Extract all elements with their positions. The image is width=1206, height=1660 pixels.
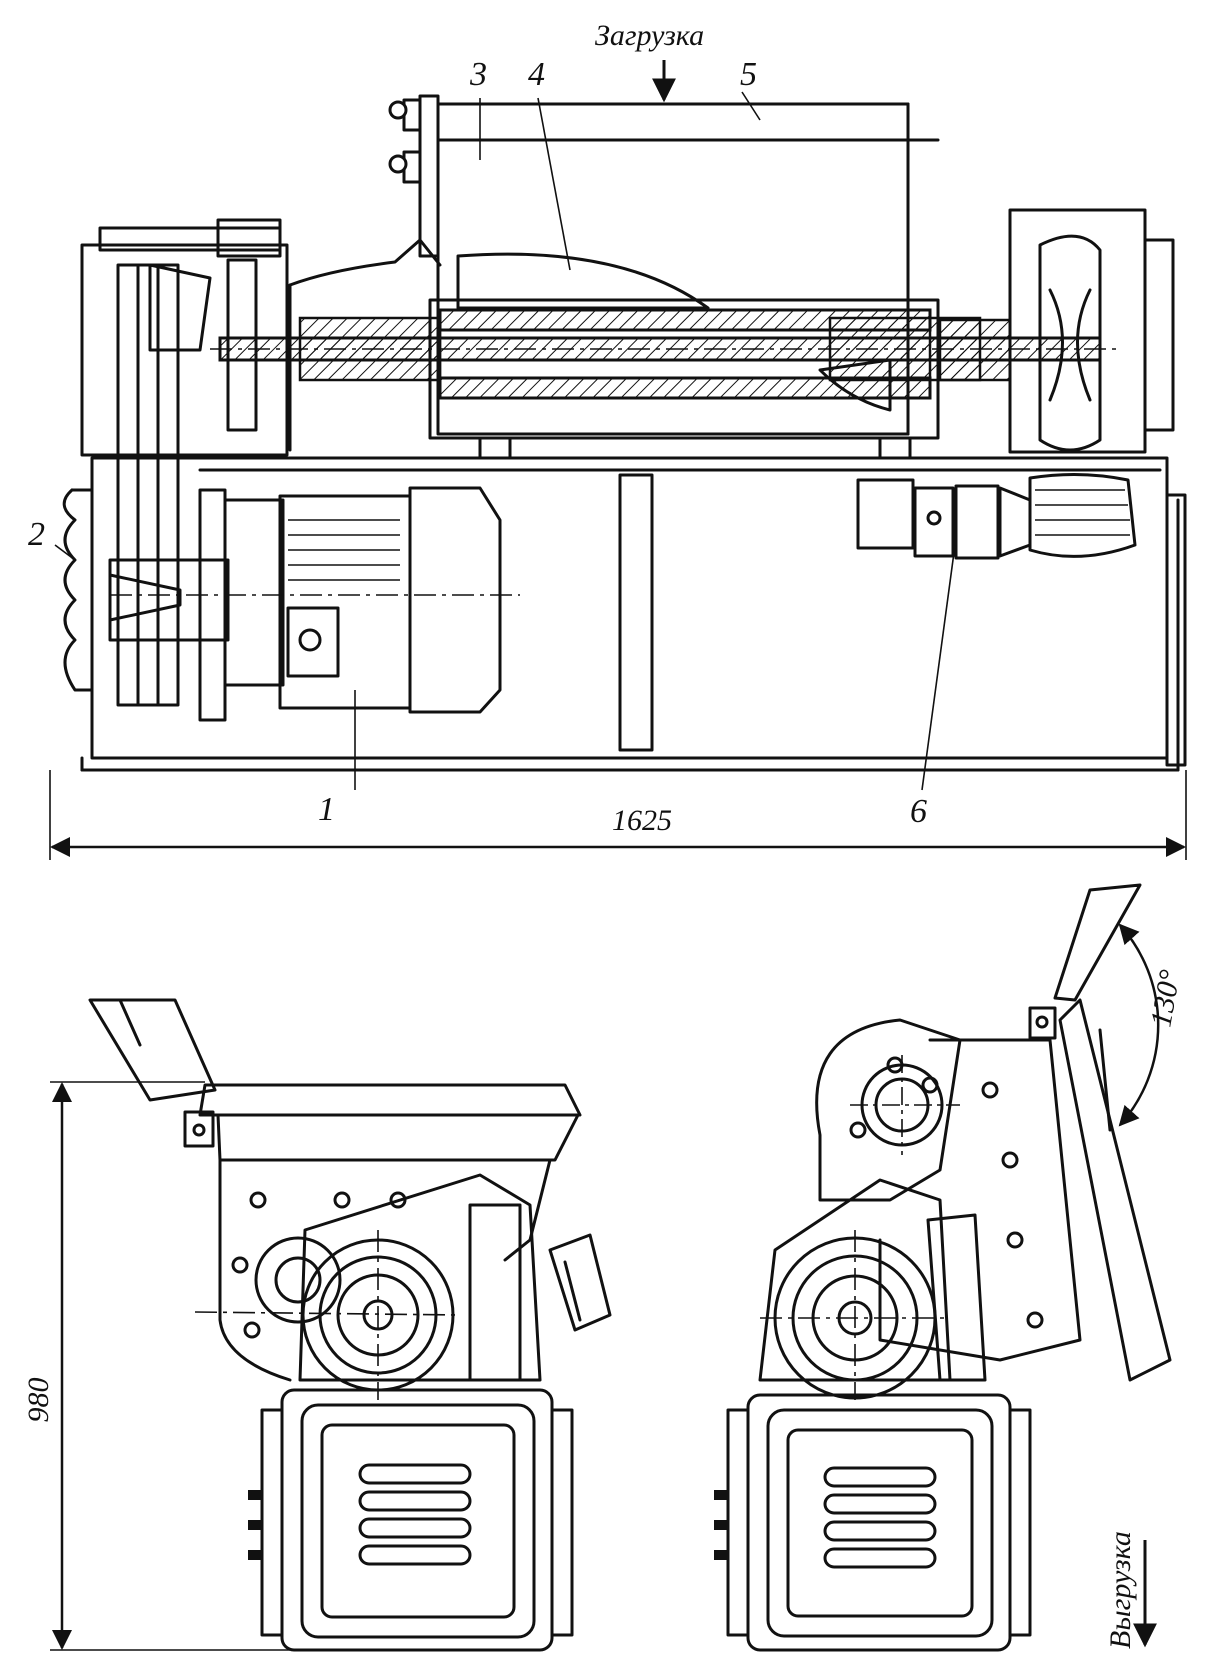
part-label-2: 2 [28, 516, 45, 553]
right-end-view [714, 883, 1172, 1652]
loading-caption: Загрузка [595, 19, 704, 52]
part-label-1: 1 [318, 791, 335, 828]
electric-motor [108, 486, 520, 722]
part-label-3: 3 [469, 56, 487, 93]
motor-vent-slots [358, 1463, 472, 1566]
left-end-view [50, 998, 612, 1652]
base-frame [80, 456, 1187, 772]
length-dimension: 1625 [612, 804, 672, 837]
height-dimension: 980 [22, 1378, 55, 1423]
unloading-caption: Выгрузка [1104, 1531, 1137, 1649]
right-bearing-housing [938, 208, 1175, 454]
motor-vent-slots-right [823, 1466, 937, 1569]
part-label-5: 5 [740, 56, 757, 93]
longitudinal-section-view [49, 60, 1187, 860]
left-gear-housing [80, 218, 289, 707]
reducer-coupling [856, 472, 1137, 560]
part-label-4: 4 [528, 56, 545, 93]
part-label-6: 6 [910, 793, 927, 830]
